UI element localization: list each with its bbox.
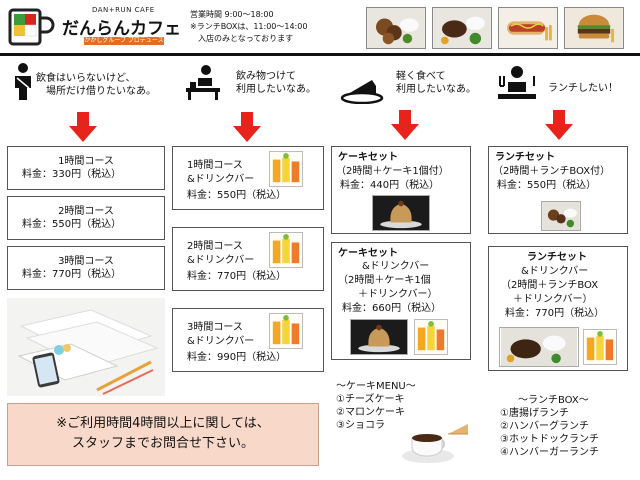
category-1-text: 飲食はいらないけど、 場所だけ借りたいなあ。 [36, 72, 156, 98]
drink-course-3h-box: 3時間コース &ドリンクバー 料金：990円（税込） [172, 308, 324, 372]
set-detail-2: ＋ドリンクバー） [513, 294, 593, 305]
drink-glasses-photo [583, 329, 617, 365]
course-name: 2時間コース [187, 241, 243, 252]
list-item: ①唐揚げランチ [500, 408, 569, 419]
hamburg-steak-photo [432, 7, 492, 49]
course-sub: &ドリンクバー [187, 174, 255, 185]
lunch-menu-list: 〜ランチBOX〜 ①唐揚げランチ ②ハンバーグランチ ③ホットドックランチ ④ハ… [500, 394, 599, 459]
category-2-line2: 利用したいなあ。 [236, 84, 316, 95]
lunch-set-box: ランチセット （2時間＋ランチBOX付） 料金：550円（税込） [488, 146, 628, 234]
long-stay-notice: ※ご利用時間4時間以上に関しては、 スタッフまでお問合せ下さい。 [7, 403, 319, 466]
category-1-line1: 飲食はいらないけど、 [36, 73, 136, 84]
course-name: 2時間コース [58, 206, 114, 217]
course-sub: &ドリンクバー [187, 336, 255, 347]
opening-hours: 営業時間 9:00〜18:00 ※ランチBOXは、11:00〜14:00 入店の… [190, 9, 307, 45]
lunch-menu-title: 〜ランチBOX〜 [518, 395, 589, 406]
course-name: 1時間コース [58, 156, 114, 167]
drink-glasses-photo [269, 313, 303, 349]
set-name: ランチセット [495, 152, 555, 163]
course-2h-box: 2時間コース 料金：550円（税込） [7, 196, 165, 240]
cake-menu-list: 〜ケーキMENU〜 ①チーズケーキ ②マロンケーキ ③ショコラ [336, 380, 416, 432]
course-price: 料金：990円（税込） [187, 352, 287, 363]
arrow-down-icon [391, 110, 419, 140]
course-price: 料金：550円（税込） [187, 190, 287, 201]
list-item: ③ホットドックランチ [500, 434, 599, 445]
brand-tagline: かかしグループ プロデュース [84, 37, 164, 45]
category-1-line2: 場所だけ借りたいなあ。 [46, 86, 156, 97]
category-3-line2: 利用したいなあ。 [396, 84, 476, 95]
lunch-person-icon [498, 66, 536, 99]
hamburger-photo [564, 7, 624, 49]
category-2-line1: 飲み物つけて [236, 71, 296, 82]
category-3-line1: 軽く食べて [396, 71, 446, 82]
course-name: 3時間コース [58, 256, 114, 267]
arrow-down-icon [233, 112, 261, 142]
drink-desk-icon [186, 65, 220, 100]
person-icon [15, 63, 31, 100]
arrow-down-icon [69, 112, 97, 142]
list-item: ①チーズケーキ [336, 394, 405, 405]
list-item: ④ハンバーガーランチ [500, 447, 599, 458]
set-price: 料金：660円（税込） [342, 303, 442, 314]
set-detail: （2時間＋ケーキ1個付） [336, 166, 449, 177]
notebook-photo [7, 298, 165, 396]
course-sub: &ドリンクバー [187, 255, 255, 266]
cake-set-drink-box: ケーキセット &ドリンクバー （2時間＋ケーキ1個 ＋ドリンクバー） 料金：66… [331, 242, 471, 360]
lunch-set-drink-box: ランチセット &ドリンクバー （2時間＋ランチBOX ＋ドリンクバー） 料金：7… [488, 246, 628, 371]
set-detail-2: ＋ドリンクバー） [358, 289, 438, 300]
lunch-note-line: ※ランチBOXは、11:00〜14:00 [190, 22, 308, 31]
set-price: 料金：440円（税込） [340, 180, 440, 191]
hours-line: 営業時間 9:00〜18:00 [190, 10, 274, 19]
course-price: 料金：770円（税込） [187, 271, 287, 282]
course-name: 1時間コース [187, 160, 243, 171]
set-detail: （2時間＋ランチBOX付） [493, 166, 611, 177]
mont-blanc-cake-photo [350, 319, 408, 355]
list-item: ②ハンバーグランチ [500, 421, 589, 432]
course-3h-box: 3時間コース 料金：770円（税込） [7, 246, 165, 290]
cafe-logo-icon [8, 8, 55, 46]
set-name: ランチセット [527, 252, 587, 263]
course-price: 料金：330円（税込） [22, 169, 122, 180]
set-name: ケーキセット [338, 248, 398, 259]
set-price: 料金：770円（税込） [505, 308, 605, 319]
set-sub: &ドリンクバー [521, 266, 589, 277]
drink-course-2h-box: 2時間コース &ドリンクバー 料金：770円（税込） [172, 227, 324, 291]
category-4-text: ランチしたい！ [548, 83, 618, 94]
course-price: 料金：550円（税込） [22, 219, 122, 230]
course-name: 3時間コース [187, 322, 243, 333]
header-divider [0, 53, 640, 56]
cake-icon [340, 77, 384, 104]
cake-set-box: ケーキセット （2時間＋ケーキ1個付） 料金：440円（税込） [331, 146, 471, 234]
set-price: 料金：550円（税込） [497, 180, 597, 191]
course-1h-box: 1時間コース 料金：330円（税込） [7, 146, 165, 190]
lunch-box-photo [541, 201, 581, 231]
category-3-text: 軽く食べて 利用したいなあ。 [396, 70, 476, 96]
coffee-cake-photo [402, 424, 468, 463]
brand-subtitle: DAN+RUN CAFE [92, 6, 155, 14]
hamburg-lunch-photo [499, 327, 579, 367]
drink-glasses-photo [414, 319, 448, 355]
cake-menu-title: 〜ケーキMENU〜 [336, 381, 416, 392]
drink-course-1h-box: 1時間コース &ドリンクバー 料金：550円（税込） [172, 146, 324, 210]
set-detail: （2時間＋ランチBOX [501, 280, 599, 291]
drink-glasses-photo [269, 151, 303, 187]
notice-line1: ※ご利用時間4時間以上に関しては、 [56, 416, 270, 431]
mont-blanc-cake-photo [372, 195, 430, 231]
set-sub: &ドリンクバー [362, 261, 430, 272]
brand-name: だんらんカフェ [62, 19, 181, 39]
hotdog-photo [498, 7, 558, 49]
notice-line2: スタッフまでお問合せ下さい。 [71, 436, 254, 451]
category-2-text: 飲み物つけて 利用したいなあ。 [236, 70, 316, 96]
course-price: 料金：770円（税込） [22, 269, 122, 280]
list-item: ③ショコラ [336, 420, 385, 431]
drink-glasses-photo [269, 232, 303, 268]
karaage-photo [366, 7, 426, 49]
lunch-note-line-2: 入店のみとなっております [198, 34, 294, 43]
arrow-down-icon [545, 110, 573, 140]
list-item: ②マロンケーキ [336, 407, 405, 418]
set-detail: （2時間＋ケーキ1個 [338, 275, 431, 286]
set-name: ケーキセット [338, 152, 398, 163]
